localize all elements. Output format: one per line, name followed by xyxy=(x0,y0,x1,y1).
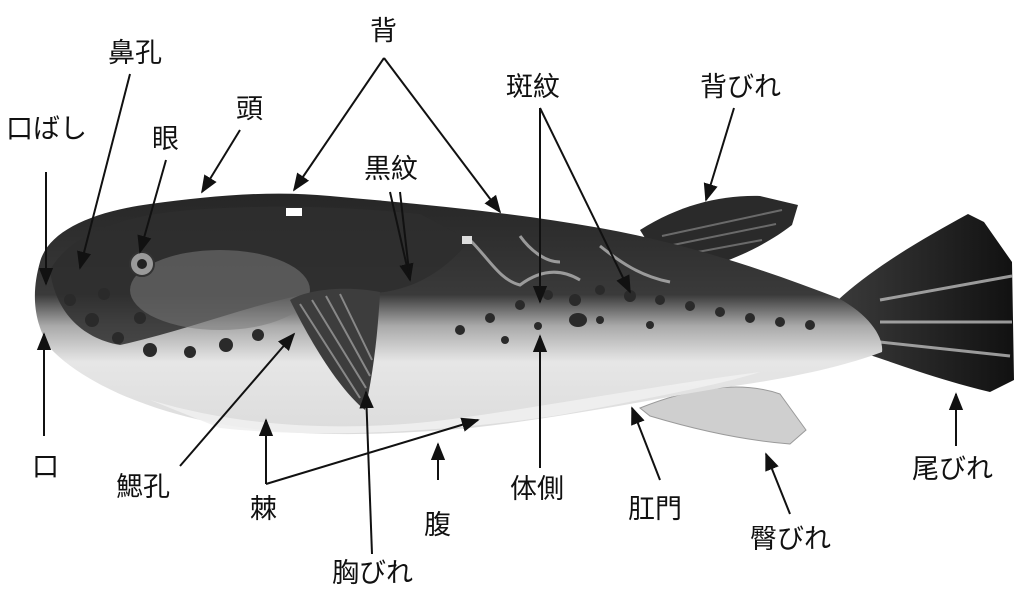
label-anus: 肛門 xyxy=(628,496,682,523)
label-anal-fin: 臀びれ xyxy=(750,526,831,553)
label-dorsal-fin: 背びれ xyxy=(700,74,781,101)
label-mouth-tip: 口ばし xyxy=(6,116,87,143)
label-flank: 体側 xyxy=(510,476,564,503)
label-caudal-fin: 尾びれ xyxy=(912,456,993,483)
label-spines: 棘 xyxy=(250,496,277,523)
label-back: 背 xyxy=(370,18,397,45)
caudal-fin-shape xyxy=(838,214,1014,392)
label-black-pattern: 黒紋 xyxy=(364,156,418,183)
label-nostril: 鼻孔 xyxy=(108,40,162,67)
label-pectoral-fin: 胸びれ xyxy=(332,560,413,587)
label-eye: 眼 xyxy=(152,126,179,153)
label-belly: 腹 xyxy=(424,512,451,539)
label-gill-opening: 鰓孔 xyxy=(116,474,170,501)
label-spots: 斑紋 xyxy=(506,74,560,101)
label-mouth: 口 xyxy=(32,454,59,481)
label-head: 頭 xyxy=(236,96,263,123)
